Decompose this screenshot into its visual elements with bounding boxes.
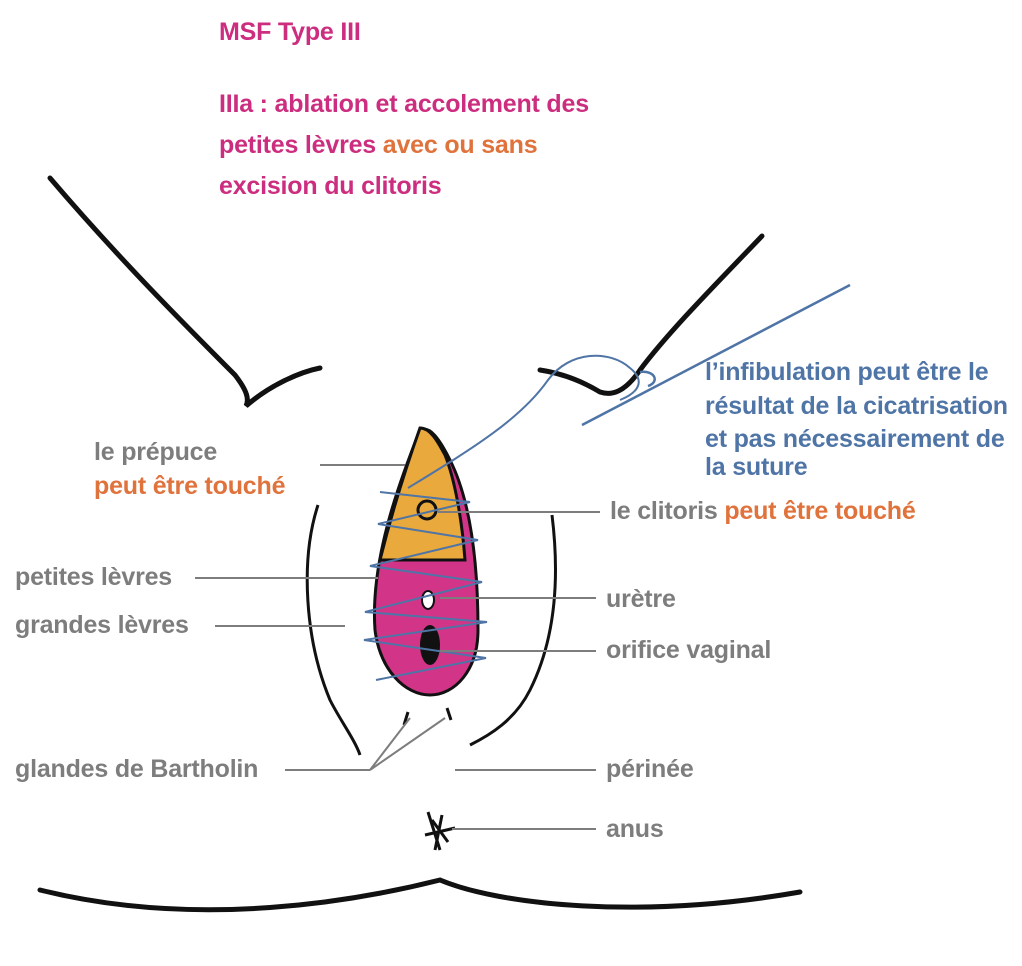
labia-majora-left bbox=[305, 504, 362, 756]
right-thigh-outline bbox=[537, 233, 765, 396]
label-clitoris: le clitoris peut être touché bbox=[610, 497, 916, 526]
heading-line-1: IIIa : ablation et accolement des bbox=[219, 90, 589, 118]
label-clitoris-name: le clitoris bbox=[610, 497, 725, 525]
vaginal-orifice-shape bbox=[420, 625, 440, 665]
left-thigh-outline bbox=[47, 175, 323, 408]
leader-lines bbox=[195, 464, 600, 830]
label-grandes-levres: grandes lèvres bbox=[15, 611, 189, 639]
buttocks-outline bbox=[37, 877, 803, 913]
note-line-3: et pas nécessairement de bbox=[705, 425, 1005, 453]
heading-line-2: petites lèvres avec ou sans bbox=[219, 131, 538, 160]
needle-icon bbox=[581, 283, 851, 427]
diagram-title: MSF Type III bbox=[219, 18, 361, 46]
label-clitoris-note: peut être touché bbox=[724, 497, 916, 525]
labia-majora-right bbox=[469, 514, 558, 747]
heading-line-2b: avec ou sans bbox=[382, 131, 538, 159]
suture-thread bbox=[407, 354, 640, 489]
note-line-2: résultat de la cicatrisation bbox=[705, 392, 1008, 420]
label-prepuce: le prépuce bbox=[94, 438, 218, 466]
note-line-1: l’infibulation peut être le bbox=[705, 358, 989, 386]
anus-icon bbox=[424, 811, 456, 851]
urethra-shape bbox=[421, 590, 435, 610]
label-uretre: urètre bbox=[606, 585, 676, 613]
heading-line-3: excision du clitoris bbox=[219, 172, 442, 200]
label-anus: anus bbox=[606, 815, 664, 843]
bartholin-marks bbox=[402, 707, 453, 726]
note-line-4: la suture bbox=[705, 453, 808, 481]
label-glandes-bartholin: glandes de Bartholin bbox=[15, 755, 259, 783]
suture-stitches bbox=[363, 491, 488, 681]
label-orifice-vaginal: orifice vaginal bbox=[606, 636, 772, 664]
label-petites-levres: petites lèvres bbox=[15, 563, 173, 591]
label-perinee: périnée bbox=[606, 755, 694, 783]
heading-line-2a: petites lèvres bbox=[219, 131, 383, 159]
label-prepuce-note: peut être touché bbox=[94, 472, 286, 500]
